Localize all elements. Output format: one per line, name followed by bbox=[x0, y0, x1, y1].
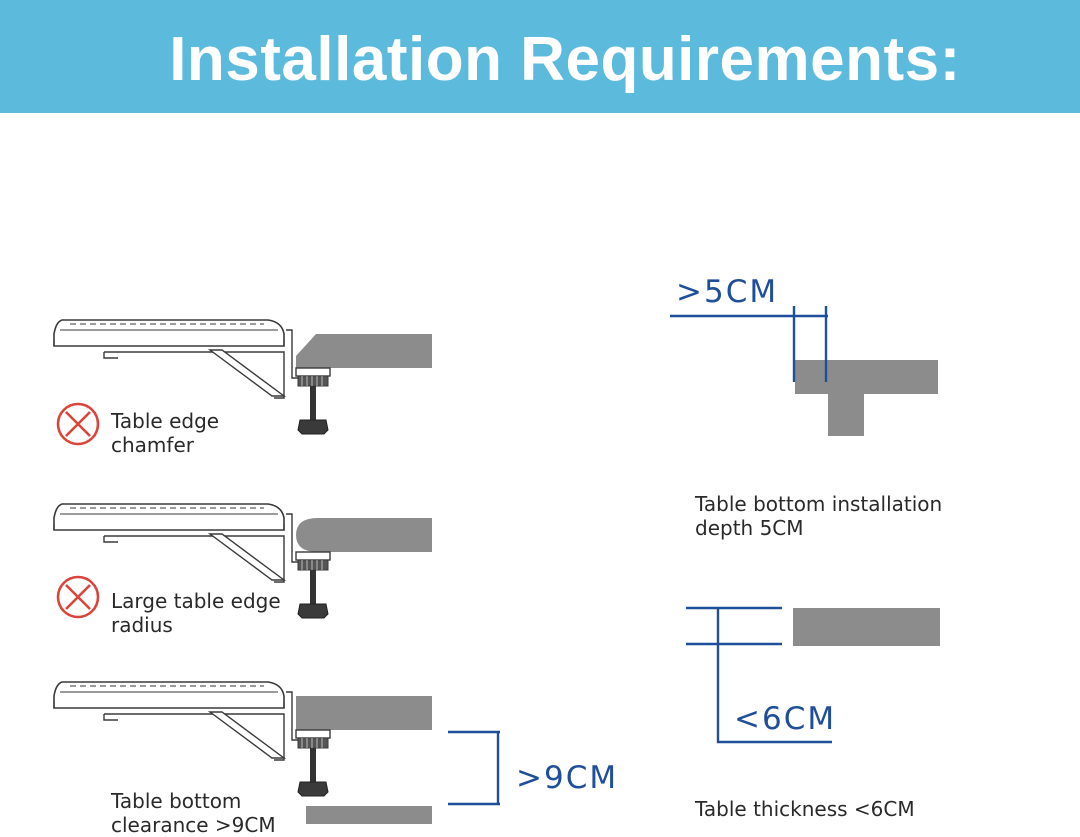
table-top-3 bbox=[296, 696, 432, 730]
header-banner: Installation Requirements: bbox=[0, 0, 1080, 113]
thickness-dimension-label: <6CM bbox=[734, 701, 837, 737]
floor-obstacle bbox=[306, 806, 432, 824]
chamfered-edge bbox=[296, 334, 316, 356]
thickness-caption: Table thickness <6CM bbox=[695, 797, 915, 821]
clearance-dimension-label: >9CM bbox=[516, 760, 619, 796]
depth-caption-line1: Table bottom installation bbox=[695, 492, 943, 516]
depth-diagram bbox=[670, 306, 938, 436]
depth-caption-line2: depth 5CM bbox=[695, 516, 804, 540]
item1-label-line1: Table edge bbox=[111, 409, 220, 433]
item2-label-line2: radius bbox=[111, 613, 173, 637]
tray-illustration-3 bbox=[53, 681, 432, 797]
tray-illustration-2 bbox=[53, 503, 432, 619]
x-circle-icon bbox=[56, 575, 100, 619]
tray-illustration-1 bbox=[53, 319, 432, 435]
x-circle-icon bbox=[56, 402, 100, 446]
item3-label-line2: clearance >9CM bbox=[111, 813, 276, 837]
item3-label-line1: Table bottom bbox=[111, 789, 242, 813]
item2-label-line1: Large table edge bbox=[111, 589, 281, 613]
rounded-table-top bbox=[296, 518, 432, 552]
depth-dimension-label: >5CM bbox=[676, 274, 779, 310]
thickness-diagram bbox=[686, 606, 940, 744]
item1-label-line2: chamfer bbox=[111, 433, 194, 457]
page-title: Installation Requirements: bbox=[169, 25, 961, 94]
clearance-dimension-bracket bbox=[448, 730, 500, 806]
table-top-1 bbox=[296, 334, 432, 368]
